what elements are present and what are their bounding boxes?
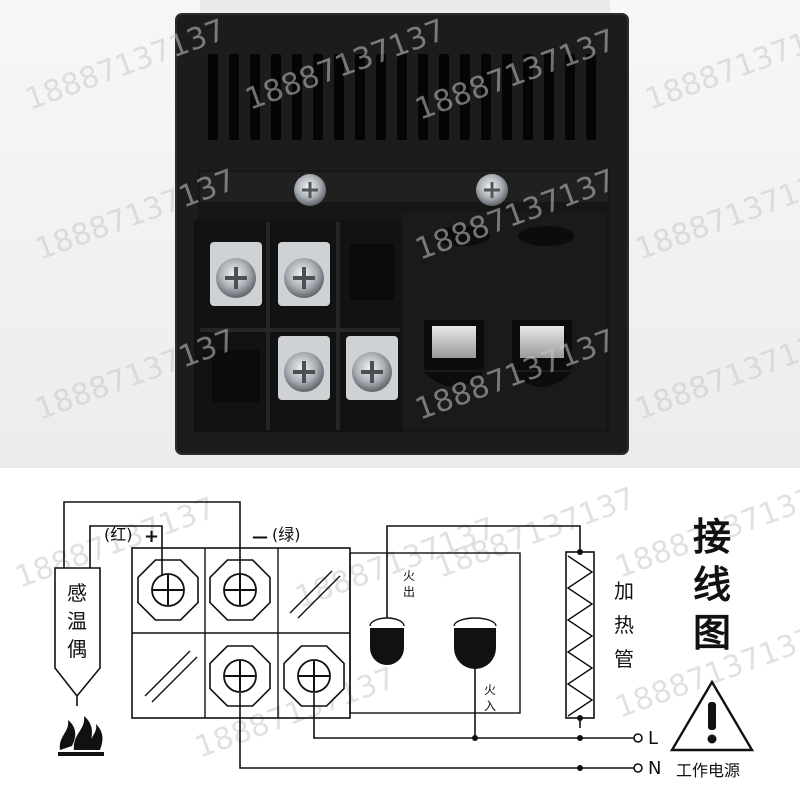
vent-slot xyxy=(229,54,239,140)
terminal-screw-icon xyxy=(137,559,199,621)
screw-terminal-icon xyxy=(278,336,330,400)
vent-slot xyxy=(523,54,533,140)
controller-rear-photo-svg: 1888713713718887137137188871371371888713… xyxy=(0,0,800,468)
vent-slot xyxy=(565,54,575,140)
vent-slot xyxy=(271,54,281,140)
red-wire-label: (红) xyxy=(104,525,133,544)
sensor-label-char: 温 xyxy=(67,609,87,633)
power-wires xyxy=(239,525,634,769)
relay-output-terminal-icon xyxy=(512,320,572,387)
warning-icon xyxy=(669,679,755,752)
green-wire-label: (绿) xyxy=(272,525,301,544)
vent-slot xyxy=(313,54,323,140)
title-char: 接 xyxy=(693,515,731,559)
mounting-screw-icon xyxy=(294,174,326,206)
vent-slot xyxy=(544,54,554,140)
vent-slot xyxy=(418,54,428,140)
vent-slots xyxy=(208,54,596,140)
vent-slot xyxy=(208,54,218,140)
heater-label-char: 热 xyxy=(614,613,634,637)
terminal-screw-icon xyxy=(209,645,271,707)
title-char: 线 xyxy=(693,563,731,607)
sensor-label-char: 偶 xyxy=(67,637,87,661)
minus-sign: — xyxy=(252,527,268,546)
terminal-screw-icon xyxy=(283,645,345,707)
fire-in-label-char: 火 xyxy=(484,683,496,697)
power-supply-label: 工作电源 xyxy=(676,761,740,780)
empty-socket xyxy=(350,244,394,300)
vent-slot xyxy=(376,54,386,140)
vent-slot xyxy=(334,54,344,140)
plus-sign: + xyxy=(144,526,159,547)
terminal-L-icon xyxy=(633,733,643,743)
screw-terminal-icon xyxy=(346,336,398,400)
flame-icon xyxy=(58,716,104,756)
vent-slot xyxy=(292,54,302,140)
vent-slot xyxy=(481,54,491,140)
vent-slot xyxy=(439,54,449,140)
thermocouple-sensor xyxy=(54,567,101,706)
screw-terminal-icon xyxy=(278,242,330,306)
vent-slot xyxy=(586,54,596,140)
vent-slot xyxy=(250,54,260,140)
mounting-screw-icon xyxy=(476,174,508,206)
neutral-label: N xyxy=(648,758,661,779)
empty-socket xyxy=(212,350,260,402)
live-label: L xyxy=(648,728,658,749)
fire-out-label-char: 火 xyxy=(403,569,415,583)
relay-contact-icon xyxy=(369,617,405,665)
relay-contact-icon xyxy=(453,617,497,669)
vent-slot xyxy=(397,54,407,140)
fire-out-label-char: 出 xyxy=(403,585,415,599)
terminal-screw-icon xyxy=(209,559,271,621)
screw-terminal-icon xyxy=(210,242,262,306)
relay-output-terminal-icon xyxy=(424,320,484,387)
title-char: 图 xyxy=(693,611,731,655)
fire-in-label-char: 入 xyxy=(484,699,496,713)
terminal-N-icon xyxy=(633,763,643,773)
sensor-label-char: 感 xyxy=(67,581,87,605)
heater-element xyxy=(565,549,595,721)
heater-label-char: 加 xyxy=(614,579,634,603)
vent-slot xyxy=(460,54,470,140)
vent-slot xyxy=(355,54,365,140)
empty-terminal-hatch xyxy=(144,570,341,703)
sensor-wires xyxy=(63,501,241,576)
heater-label-char: 管 xyxy=(614,647,634,671)
vent-slot xyxy=(502,54,512,140)
